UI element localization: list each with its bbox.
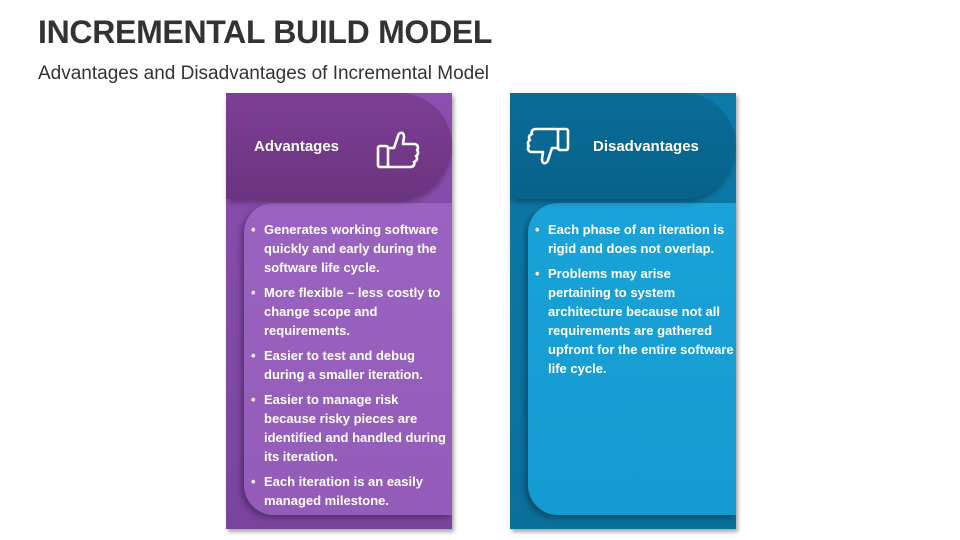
disadvantages-list: Each phase of an iteration is rigid and … — [530, 220, 736, 384]
list-item: Each iteration is an easily managed mile… — [246, 472, 452, 510]
advantages-card: Advantages Generates working software qu… — [226, 93, 452, 529]
disadvantages-heading: Disadvantages — [593, 138, 699, 155]
disadvantages-card: Disadvantages Each phase of an iteration… — [510, 93, 736, 529]
disadvantages-header — [510, 93, 736, 199]
list-item: Easier to test and debug during a smalle… — [246, 346, 452, 384]
thumbs-up-icon — [376, 131, 420, 169]
list-item: Problems may arise pertaining to system … — [530, 264, 736, 378]
page-subtitle: Advantages and Disadvantages of Incremen… — [38, 63, 489, 84]
thumbs-down-icon — [526, 127, 570, 165]
advantages-header — [226, 93, 452, 199]
list-item: Each phase of an iteration is rigid and … — [530, 220, 736, 258]
page-title: INCREMENTAL BUILD MODEL — [38, 14, 493, 50]
list-item: Easier to manage risk because risky piec… — [246, 390, 452, 466]
advantages-list: Generates working software quickly and e… — [246, 220, 452, 516]
advantages-heading: Advantages — [254, 138, 340, 155]
list-item: More flexible – less costly to change sc… — [246, 283, 452, 340]
list-item: Generates working software quickly and e… — [246, 220, 452, 277]
